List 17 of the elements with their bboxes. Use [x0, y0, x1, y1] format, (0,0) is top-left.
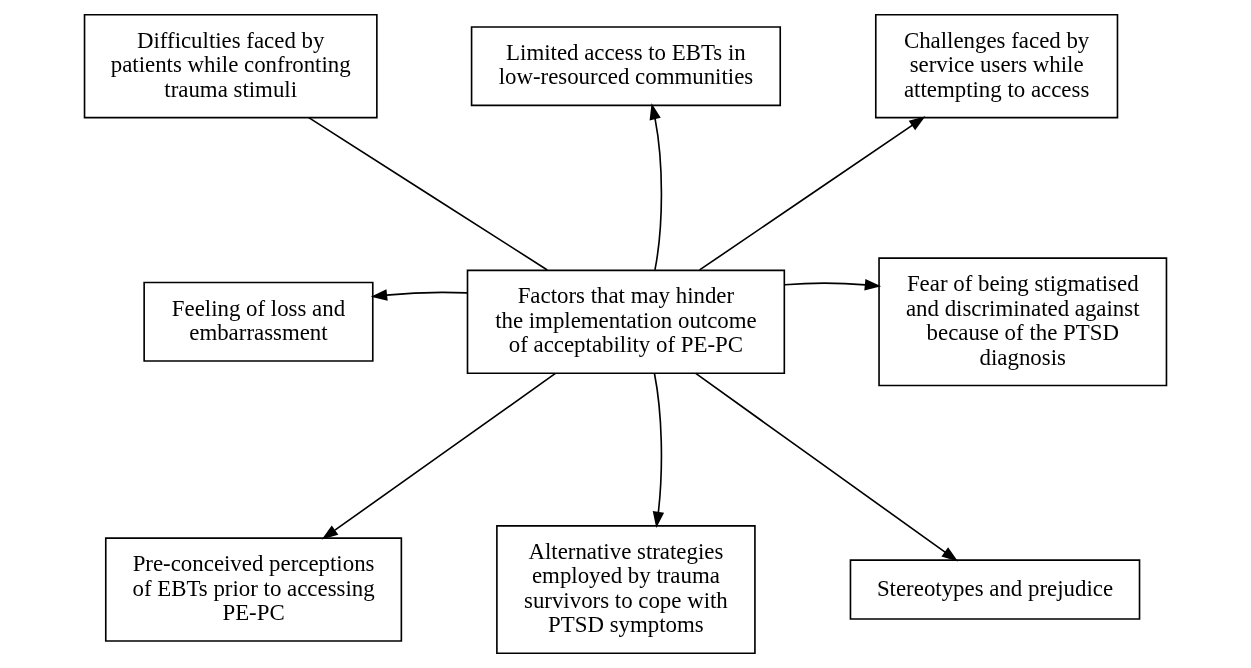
- arrow: [652, 372, 665, 529]
- node-box: Fear of being stigmatised and discriminated against because of the PTSD diagnosis: [878, 257, 1168, 387]
- node-box: Stereotypes and prejudice: [849, 559, 1141, 620]
- node-box: Limited access to EBTs in low-resourced communities: [470, 26, 782, 107]
- node-box: Difficulties faced by patients while confronting trauma stimuli: [83, 13, 378, 119]
- arrow: [694, 372, 959, 562]
- arrow: [370, 289, 468, 301]
- node-box: Alternative strategies employed by trauma survivors to cope with PTSD symptoms: [496, 525, 756, 655]
- arrow: [698, 116, 926, 271]
- arrow: [321, 372, 557, 540]
- node-box: Pre-conceived perceptions of EBTs prior to accessing PE-PC: [104, 537, 403, 642]
- arrow: [649, 103, 663, 271]
- connector: [307, 116, 549, 271]
- node-box: Factors that may hinder the implementation outcome of acceptability of PE-PC: [466, 269, 786, 374]
- arrow: [783, 279, 882, 291]
- node-box: Challenges faced by service users while attempting to access: [874, 13, 1119, 119]
- node-box: Feeling of loss and embarrassment: [143, 281, 374, 362]
